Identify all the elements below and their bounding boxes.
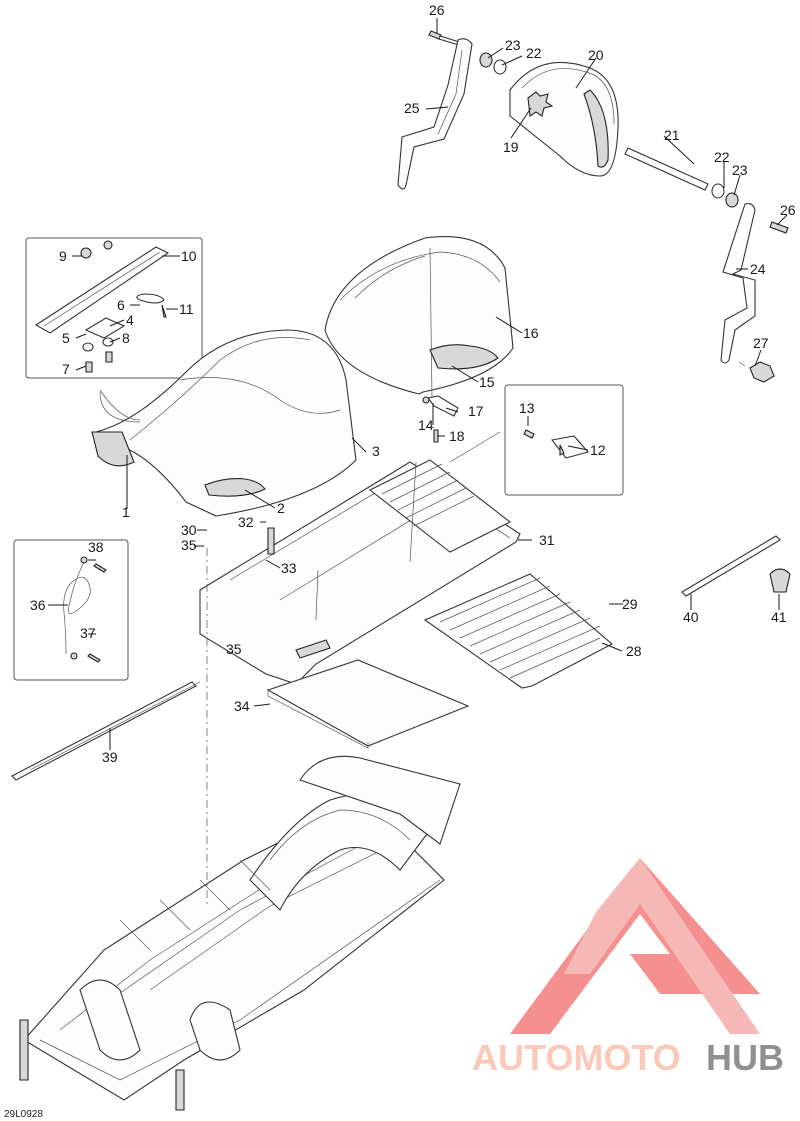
callout-39: 39 bbox=[102, 749, 118, 765]
callout-11: 11 bbox=[179, 301, 194, 317]
backrest-assembly bbox=[397, 30, 789, 383]
callout-23: 23 bbox=[505, 37, 521, 53]
callout-40: 40 bbox=[683, 609, 699, 625]
callout-31: 31 bbox=[539, 532, 555, 548]
callout-6: 6 bbox=[117, 297, 125, 313]
callout-20: 20 bbox=[588, 47, 604, 63]
callout-26b: 26 bbox=[780, 202, 796, 218]
callout-3: 3 bbox=[372, 443, 380, 459]
callout-9: 9 bbox=[59, 248, 67, 264]
callout-29: 29 bbox=[622, 596, 638, 612]
callout-5: 5 bbox=[62, 330, 70, 346]
callout-18: 18 bbox=[449, 428, 465, 444]
hinge-inset bbox=[25, 237, 203, 379]
floor-panel bbox=[423, 573, 613, 689]
watermark-logo-icon bbox=[510, 858, 760, 1034]
accessory-parts bbox=[11, 535, 791, 781]
callout-2: 2 bbox=[277, 500, 285, 516]
chassis-frame bbox=[19, 755, 461, 1111]
callout-22: 22 bbox=[526, 45, 542, 61]
callout-22b: 22 bbox=[714, 149, 730, 165]
rear-seat bbox=[324, 236, 514, 443]
foam-pad bbox=[266, 659, 470, 749]
cable-inset bbox=[13, 539, 129, 681]
callout-7: 7 bbox=[62, 361, 70, 377]
callout-30: 30 bbox=[181, 522, 197, 538]
callout-14: 14 bbox=[418, 417, 434, 433]
callout-37: 37 bbox=[80, 625, 96, 641]
callout-labels: 26 23 22 20 25 19 21 22 23 26 24 27 9 10… bbox=[4, 2, 796, 1120]
callout-15: 15 bbox=[479, 374, 495, 390]
callout-35: 35 bbox=[181, 537, 197, 553]
callout-41: 41 bbox=[771, 609, 787, 625]
callout-33: 33 bbox=[281, 560, 297, 576]
callout-38: 38 bbox=[88, 539, 104, 555]
front-seat bbox=[91, 329, 357, 517]
callout-21: 21 bbox=[664, 127, 680, 143]
callout-34: 34 bbox=[234, 698, 250, 714]
storage-tray bbox=[199, 459, 521, 685]
callout-23b: 23 bbox=[732, 162, 748, 178]
callout-1: 1 bbox=[122, 504, 130, 520]
callout-36: 36 bbox=[30, 597, 46, 613]
callout-8: 8 bbox=[122, 330, 130, 346]
hinge-plate-inset bbox=[504, 384, 624, 496]
watermark-brand-part1: AUTOMOTO bbox=[472, 1037, 681, 1078]
watermark-brand-part2: HUB bbox=[706, 1037, 784, 1078]
callout-24: 24 bbox=[750, 261, 766, 277]
callout-17: 17 bbox=[468, 403, 484, 419]
callout-26: 26 bbox=[429, 2, 445, 18]
callout-10: 10 bbox=[181, 248, 197, 264]
callout-4: 4 bbox=[126, 312, 134, 328]
figure-reference: 29L0928 bbox=[4, 1109, 43, 1120]
callout-16: 16 bbox=[523, 325, 539, 341]
callout-13: 13 bbox=[519, 400, 535, 416]
callout-27: 27 bbox=[753, 335, 769, 351]
callout-12: 12 bbox=[590, 442, 606, 458]
callout-28: 28 bbox=[626, 643, 642, 659]
callout-35b: 35 bbox=[226, 641, 242, 657]
callout-19: 19 bbox=[503, 139, 519, 155]
callout-25: 25 bbox=[404, 100, 420, 116]
leader-lines bbox=[48, 18, 788, 908]
callout-32: 32 bbox=[238, 514, 254, 530]
automotohub-watermark: AUTOMOTO HUB bbox=[472, 858, 784, 1078]
